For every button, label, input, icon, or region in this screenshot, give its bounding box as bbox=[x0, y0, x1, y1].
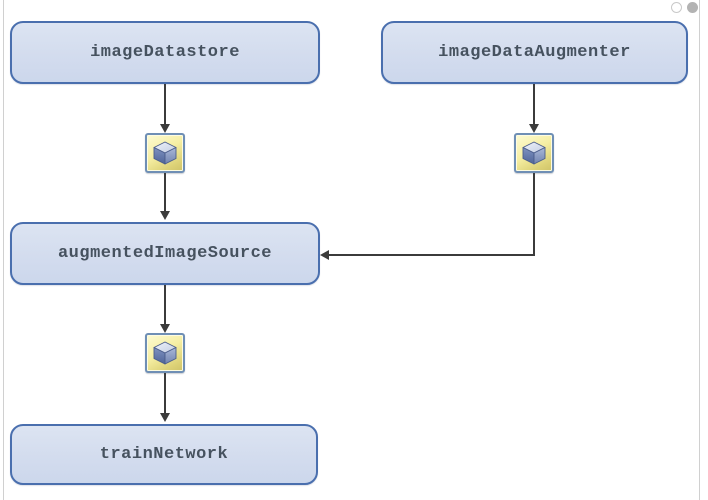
node-label: augmentedImageSource bbox=[57, 244, 273, 263]
cube-icon[interactable] bbox=[514, 133, 554, 173]
cube-icon-glyph bbox=[522, 141, 546, 165]
cube-icon-glyph bbox=[153, 141, 177, 165]
connector-badge1-to-augmented bbox=[164, 173, 166, 213]
cube-icon[interactable] bbox=[145, 333, 185, 373]
connector-badge3-to-trainnetwork bbox=[164, 373, 166, 415]
indicator-filled-circle[interactable] bbox=[687, 2, 698, 13]
arrowhead-into-badge3 bbox=[160, 324, 170, 333]
arrowhead-into-augmented-image-source bbox=[160, 211, 170, 220]
node-label: imageDataAugmenter bbox=[438, 43, 631, 62]
connector-augmented-to-badge3 bbox=[164, 285, 166, 328]
canvas-right-rule bbox=[699, 0, 700, 500]
node-image-datastore[interactable]: imageDatastore bbox=[10, 21, 320, 84]
connector-badge2-elbow-vertical bbox=[533, 173, 535, 256]
canvas-left-rule bbox=[3, 0, 4, 500]
indicator-hollow-circle[interactable] bbox=[671, 2, 682, 13]
node-label: trainNetwork bbox=[99, 445, 229, 464]
connector-badge2-elbow-horizontal bbox=[328, 254, 535, 256]
arrowhead-into-train-network bbox=[160, 413, 170, 422]
node-label: imageDatastore bbox=[90, 43, 240, 62]
connector-augmenter-to-badge2 bbox=[533, 84, 535, 127]
connector-datastore-to-badge1 bbox=[164, 84, 166, 127]
arrowhead-into-badge2 bbox=[529, 124, 539, 133]
arrowhead-into-badge1 bbox=[160, 124, 170, 133]
node-image-data-augmenter[interactable]: imageDataAugmenter bbox=[381, 21, 688, 84]
arrowhead-into-augmented-image-source-right bbox=[320, 250, 329, 260]
node-augmented-image-source[interactable]: augmentedImageSource bbox=[10, 222, 320, 285]
cube-icon-glyph bbox=[153, 341, 177, 365]
node-train-network[interactable]: trainNetwork bbox=[10, 424, 318, 485]
cube-icon[interactable] bbox=[145, 133, 185, 173]
